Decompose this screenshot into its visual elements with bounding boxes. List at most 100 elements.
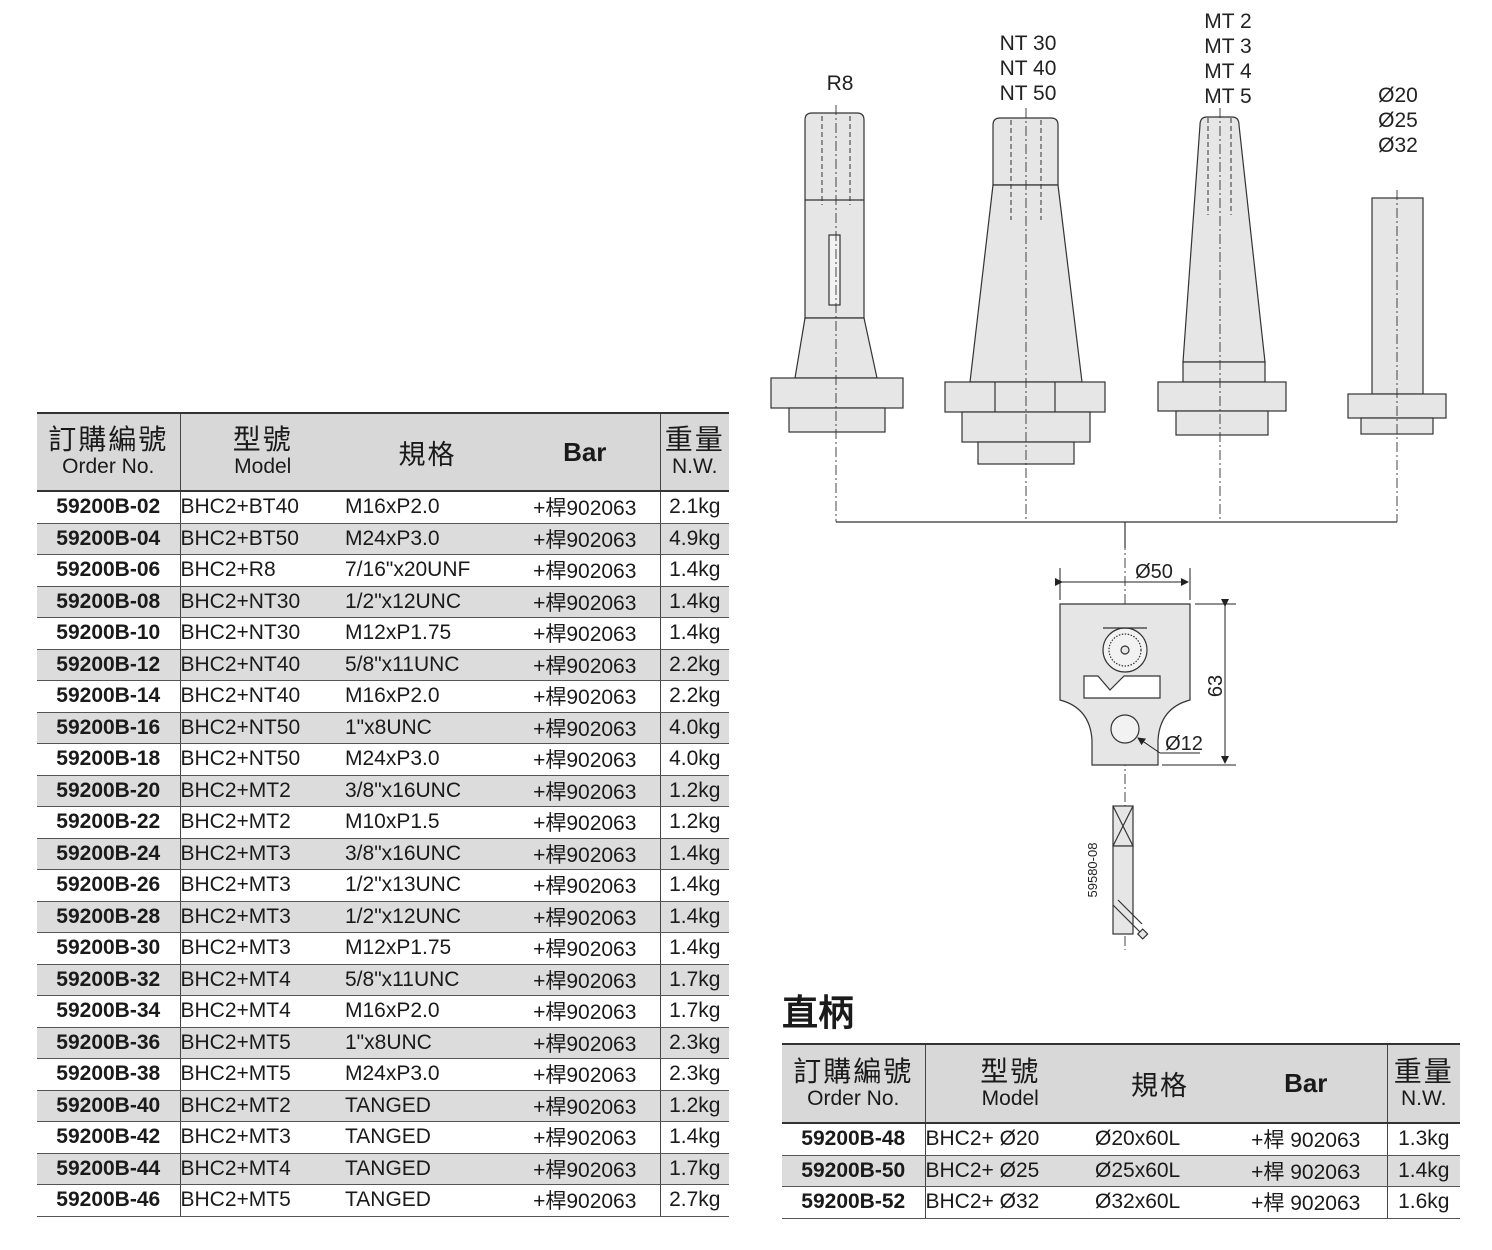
label-nt50: NT 50 (1000, 82, 1057, 105)
label-mt4: MT 4 (1204, 60, 1252, 83)
spec-cell: 1"x8UNC (345, 712, 510, 744)
model-cell: BHC2+NT40 (180, 680, 345, 713)
dimension-lines (1055, 568, 1236, 766)
label-mt5: MT 5 (1204, 85, 1251, 108)
weight-cell: 1.2kg (660, 806, 729, 839)
bar-cell: +桿902063 (510, 1058, 661, 1091)
weight-cell: 2.2kg (660, 680, 729, 713)
order-no-cell: 59200B-52 (782, 1186, 926, 1219)
weight-cell: 1.7kg (660, 995, 729, 1028)
dim-height: 63 (1205, 675, 1227, 697)
bar-cell: +桿902063 (510, 869, 661, 902)
spec-cell: M12xP1.75 (345, 617, 510, 650)
order-no-cell: 59200B-40 (37, 1090, 181, 1122)
order-no-cell: 59200B-34 (37, 995, 181, 1028)
bar-cell: +桿902063 (510, 995, 661, 1028)
model-cell: BHC2+MT3 (180, 901, 345, 933)
order-no-cell: 59200B-10 (37, 617, 181, 650)
weight-cell: 1.4kg (660, 554, 729, 587)
bar-cell: +桿902063 (510, 554, 661, 587)
model-cell: BHC2+R8 (180, 554, 345, 587)
bar-cell: +桿902063 (510, 775, 661, 807)
model-cell: BHC2+MT4 (180, 1153, 345, 1185)
order-no-cell: 59200B-46 (37, 1184, 181, 1217)
spec-cell: TANGED (345, 1121, 510, 1154)
model-cell: BHC2+MT5 (180, 1184, 345, 1217)
order-no-cell: 59200B-36 (37, 1027, 181, 1059)
weight-cell: 1.4kg (660, 869, 729, 902)
bar-cell: +桿902063 (510, 1184, 661, 1217)
order-no-cell: 59200B-18 (37, 743, 181, 776)
bar-part-number: 59580-08 (1085, 843, 1100, 898)
weight-cell: 4.9kg (660, 523, 729, 555)
bar-cell: +桿902063 (510, 1153, 661, 1185)
order-no-cell: 59200B-08 (37, 586, 181, 618)
bar-cell: +桿902063 (510, 964, 661, 996)
weight-cell: 2.2kg (660, 649, 729, 681)
mt-shank (1157, 116, 1287, 436)
spec-cell: 5/8"x11UNC (345, 964, 510, 996)
order-no-cell: 59200B-14 (37, 680, 181, 713)
weight-cell: 4.0kg (660, 743, 729, 776)
spec-cell: M24xP3.0 (345, 743, 510, 776)
nt-shank (944, 117, 1106, 465)
order-no-cell: 59200B-26 (37, 869, 181, 902)
weight-cell: 1.3kg (1387, 1123, 1460, 1156)
weight-cell: 4.0kg (660, 712, 729, 744)
spec-cell: M24xP3.0 (345, 1058, 510, 1091)
weight-cell: 2.7kg (660, 1184, 729, 1217)
weight-cell: 2.1kg (660, 491, 729, 524)
spec-cell: M12xP1.75 (345, 932, 510, 965)
order-no-cell: 59200B-38 (37, 1058, 181, 1091)
spec-cell: 1/2"x12UNC (345, 586, 510, 618)
bar-cell: +桿 902063 (1225, 1155, 1388, 1187)
bar-cell: +桿 902063 (1225, 1123, 1388, 1156)
weight-cell: 2.3kg (660, 1058, 729, 1091)
model-cell: BHC2+NT30 (180, 586, 345, 618)
spec-cell: M10xP1.5 (345, 806, 510, 839)
model-cell: BHC2+MT3 (180, 838, 345, 870)
model-cell: BHC2+BT40 (180, 491, 345, 524)
order-no-cell: 59200B-50 (782, 1155, 926, 1187)
model-cell: BHC2+NT40 (180, 649, 345, 681)
model-cell: BHC2+MT5 (180, 1058, 345, 1091)
hidden-lines (821, 116, 1232, 220)
technical-drawing: R8 NT 30 NT 40 NT 50 MT 2 MT 3 MT 4 MT 5… (770, 10, 1447, 950)
bar-cell: +桿902063 (510, 1121, 661, 1154)
bar-cell: +桿902063 (510, 932, 661, 965)
model-cell: BHC2+ Ø20 (925, 1123, 1095, 1156)
label-d20: Ø20 (1378, 84, 1418, 107)
spec-cell: 5/8"x11UNC (345, 649, 510, 681)
spec-cell: M24xP3.0 (345, 523, 510, 555)
model-cell: BHC2+MT3 (180, 1121, 345, 1154)
connector-bracket (836, 521, 1397, 548)
bar-cell: +桿902063 (510, 806, 661, 839)
order-no-cell: 59200B-04 (37, 523, 181, 555)
label-mt2: MT 2 (1204, 10, 1251, 33)
spec-cell: 7/16"x20UNF (345, 554, 510, 587)
weight-cell: 1.7kg (660, 964, 729, 996)
weight-cell: 1.6kg (1387, 1186, 1460, 1219)
spec-cell: 1"x8UNC (345, 1027, 510, 1059)
header-bar: Bar (510, 412, 661, 492)
weight-cell: 2.3kg (660, 1027, 729, 1059)
